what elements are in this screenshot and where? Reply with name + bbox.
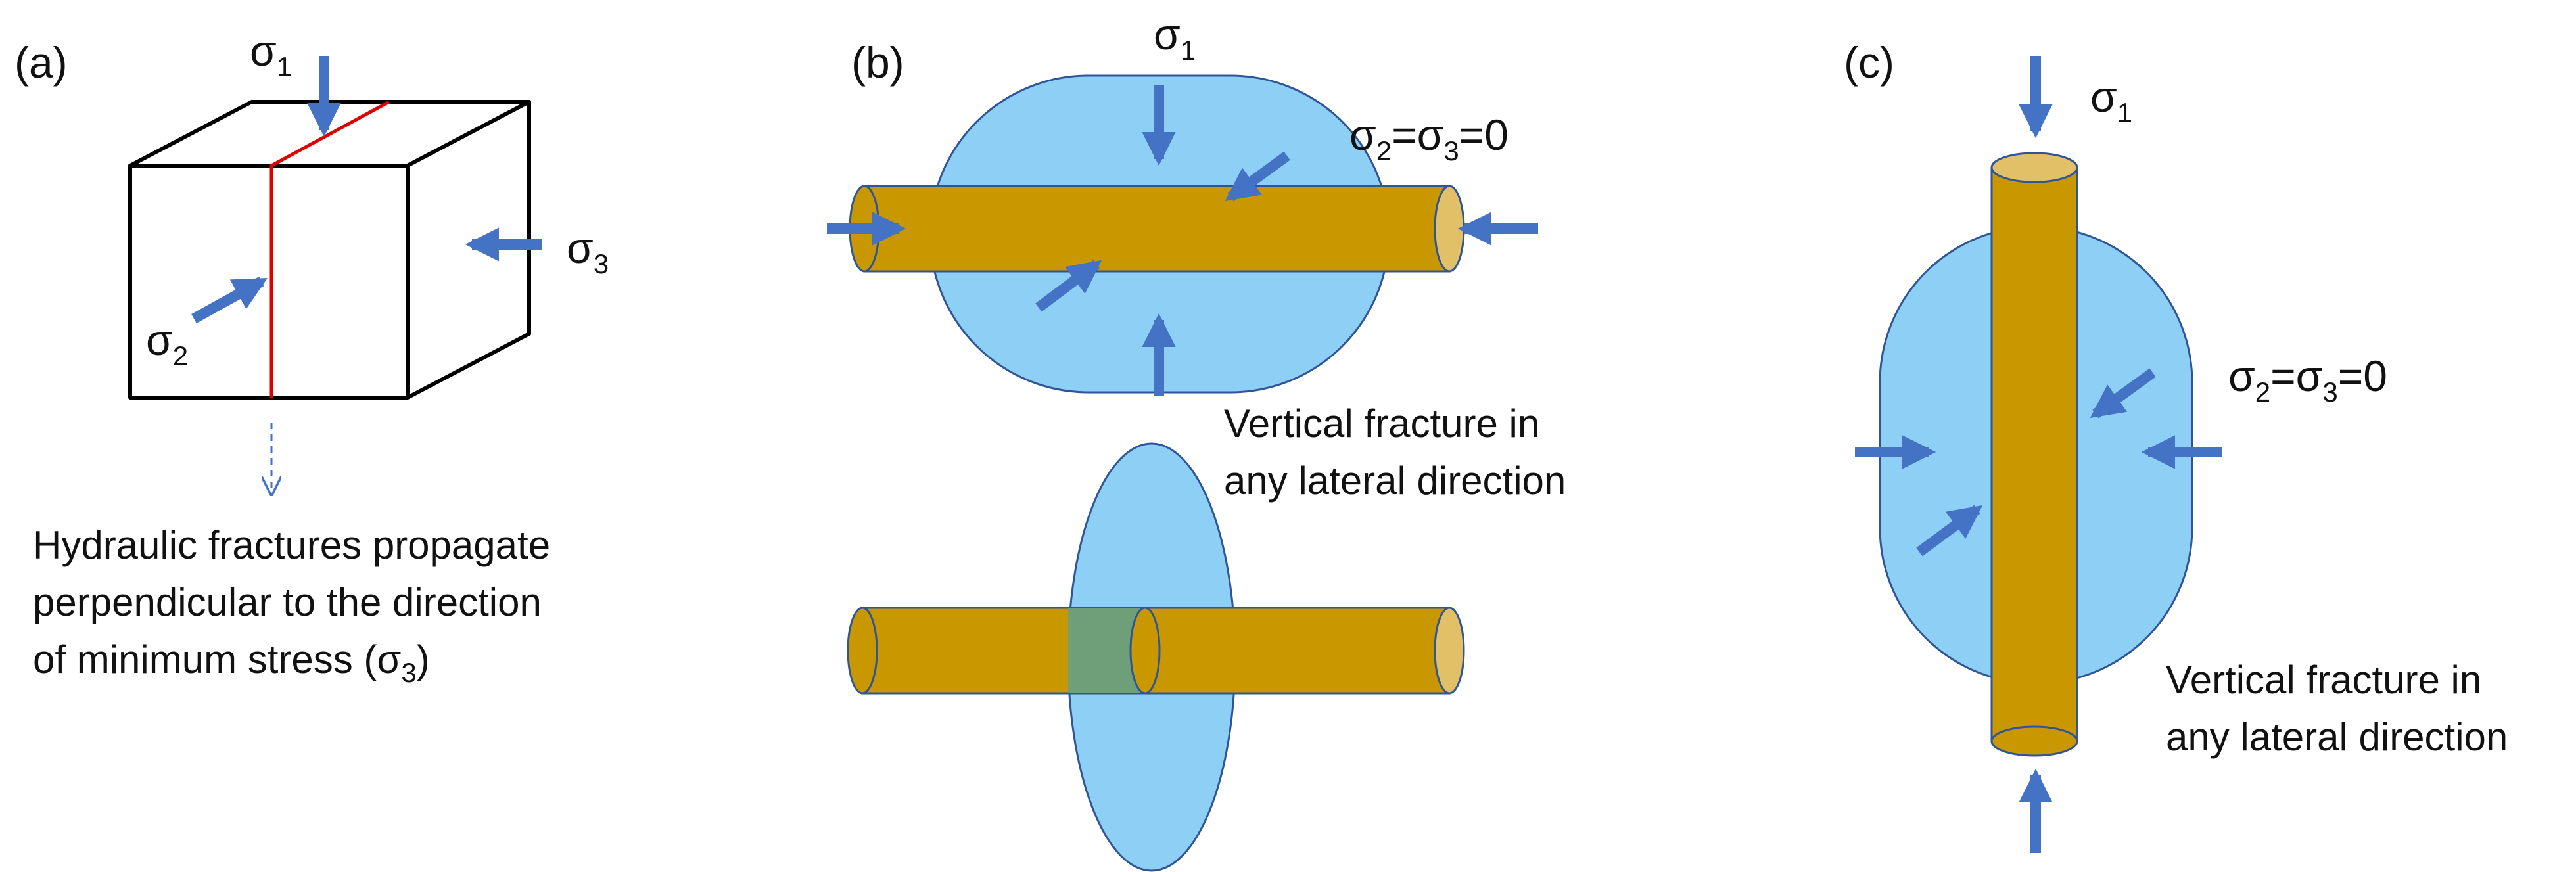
stress-cube <box>128 100 531 400</box>
panel-a: (a) σ1 σ3 σ2 Hydraulic fractures propaga… <box>14 26 609 688</box>
panel-c-caption-line1: Vertical fracture in <box>2166 658 2481 702</box>
panel-a-caption-line3: of minimum stress (σ3) <box>33 637 430 688</box>
wellbore-rod-bottom-end <box>1990 725 2078 757</box>
panel-b-front-arrow <box>1035 260 1102 312</box>
panel-c-tag: (c) <box>1844 38 1894 87</box>
panel-b: (b) σ1 σ2=σ3=0 Vertical fracture in any … <box>827 10 1566 872</box>
panel-a-sigma2-label: σ2 <box>146 315 188 371</box>
fluid-rod-overlap <box>1068 608 1142 693</box>
cube-front-face <box>128 164 410 400</box>
panel-b-caption-line1: Vertical fracture in <box>1224 402 1539 446</box>
wellbore-rod-right-end <box>1434 185 1465 273</box>
panel-c-stress-equation: σ2=σ3=0 <box>2228 352 2387 407</box>
sigma2-arrow <box>191 277 268 323</box>
wellbore-rod-lower-mid-face <box>1129 607 1161 695</box>
panel-a-caption-line1: Hydraulic fractures propagate <box>33 523 550 567</box>
panel-a-caption-line2: perpendicular to the direction <box>33 580 542 624</box>
wellbore-rod-vertical <box>1990 166 2078 743</box>
panel-b-sigma1-label: σ1 <box>1154 10 1196 66</box>
panel-c-back-arrow <box>2090 368 2156 419</box>
wellbore-rod-lower-right-end <box>1434 607 1465 695</box>
fracture-plane-line <box>269 100 390 398</box>
panel-a-sigma1-label: σ1 <box>250 26 292 82</box>
panel-b-tag: (b) <box>851 38 904 87</box>
panel-c-caption-line2: any lateral direction <box>2166 715 2508 759</box>
panel-b-caption-line2: any lateral direction <box>1224 459 1566 503</box>
wellbore-rod-top-end <box>1990 152 2078 183</box>
panel-c-front-arrow <box>1916 505 1983 557</box>
panel-c: (c) σ1 σ2=σ3=0 Vertical fracture in any … <box>1844 38 2508 853</box>
panel-b-stress-equation: σ2=σ3=0 <box>1349 110 1509 166</box>
panel-a-tag: (a) <box>14 38 68 87</box>
panel-a-sigma3-label: σ3 <box>567 223 609 279</box>
wellbore-rod-lower-left-end <box>847 607 878 695</box>
wellbore-rod-horizontal <box>863 185 1451 273</box>
panel-c-sigma1-label: σ1 <box>2090 72 2132 128</box>
panel-b-back-arrow <box>1225 151 1290 202</box>
